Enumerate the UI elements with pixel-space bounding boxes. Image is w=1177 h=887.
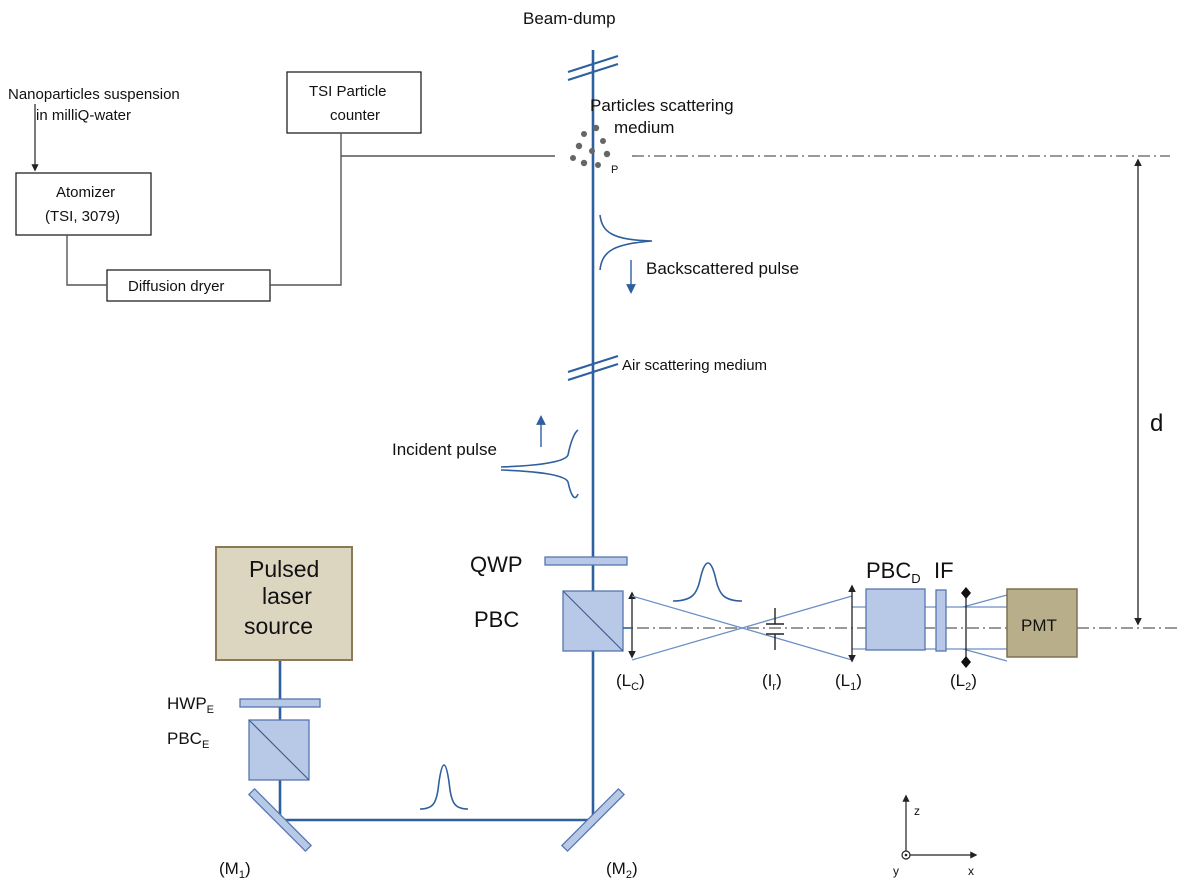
- incident-pulse-label: Incident pulse: [392, 440, 497, 459]
- coordinate-axes: [901, 794, 978, 860]
- iris-ir-label: (Ir): [762, 671, 782, 693]
- mirror-m1: [247, 787, 313, 853]
- axis-y-label: y: [893, 864, 899, 878]
- if-label: IF: [934, 558, 954, 583]
- particles-medium-label-2: medium: [614, 118, 674, 137]
- beam-break-top: [567, 55, 619, 81]
- incident-pulse-shape: [500, 429, 579, 499]
- pmt-box: [1006, 588, 1078, 658]
- lens-l2: [961, 587, 971, 668]
- if-filter: [935, 589, 947, 652]
- atomizer-box: [15, 172, 152, 236]
- pbc-e-label: PBCE: [167, 729, 209, 751]
- detection-pulse-shape: [672, 562, 743, 602]
- pbc-d-cube: [865, 588, 926, 651]
- laser-source-box: [215, 546, 353, 661]
- pmt-label: PMT: [1021, 616, 1057, 635]
- laser-label-1: Pulsed: [249, 556, 319, 582]
- diffusion-dryer-box: [106, 269, 271, 302]
- beam-dump-label: Beam-dump: [523, 9, 616, 28]
- hwp-e-plate: [239, 698, 321, 708]
- mirror-m2-label: (M2): [606, 859, 638, 881]
- pbc-d-label: PBCD: [866, 558, 921, 586]
- distance-d-label: d: [1150, 410, 1163, 437]
- atomizer-label-2: (TSI, 3079): [45, 208, 120, 225]
- tsi-particle-counter-box: [286, 71, 422, 134]
- hwp-e-label: HWPE: [167, 694, 214, 716]
- diffusion-dryer-label: Diffusion dryer: [128, 278, 224, 295]
- qwp-label: QWP: [470, 552, 523, 577]
- laser-label-3: source: [244, 613, 313, 639]
- backscattered-pulse-shape: [599, 214, 653, 271]
- mirror-m1-label: (M1): [219, 859, 251, 881]
- mirror-m2: [560, 787, 626, 853]
- iris-ir: [766, 608, 784, 650]
- lens-lc-label: (LC): [616, 671, 645, 693]
- atomizer-label: Atomizer: [56, 184, 115, 201]
- atomizer-to-dryer-line: [66, 235, 107, 286]
- lens-l2-label: (L2): [950, 671, 977, 693]
- tsi-counter-label-2: counter: [330, 107, 380, 124]
- air-scattering-medium-label: Air scattering medium: [622, 357, 767, 374]
- nanoparticles-suspension-label: Nanoparticles suspension: [8, 86, 180, 103]
- tsi-counter-label: TSI Particle: [309, 83, 387, 100]
- pbc-label: PBC: [474, 607, 519, 632]
- axis-x-label: x: [968, 864, 974, 878]
- beam-break-air: [567, 355, 619, 381]
- particles-medium-label: Particles scattering: [590, 96, 734, 115]
- lens-l1-label: (L1): [835, 671, 862, 693]
- qwp-plate: [544, 556, 628, 566]
- point-p-label: P: [611, 164, 618, 176]
- dryer-to-chamber-line: [270, 155, 555, 286]
- nanoparticles-suspension-label-2: in milliQ-water: [36, 107, 131, 124]
- pbc-e-cube-diagonal: [248, 719, 310, 781]
- laser-label-2: laser: [262, 583, 312, 609]
- pbc-cube-diagonal: [562, 590, 624, 652]
- particles-cluster: [570, 124, 611, 168]
- laser-pulse-shape: [419, 764, 469, 810]
- axis-z-label: z: [914, 804, 920, 818]
- backscattered-pulse-label: Backscattered pulse: [646, 259, 799, 278]
